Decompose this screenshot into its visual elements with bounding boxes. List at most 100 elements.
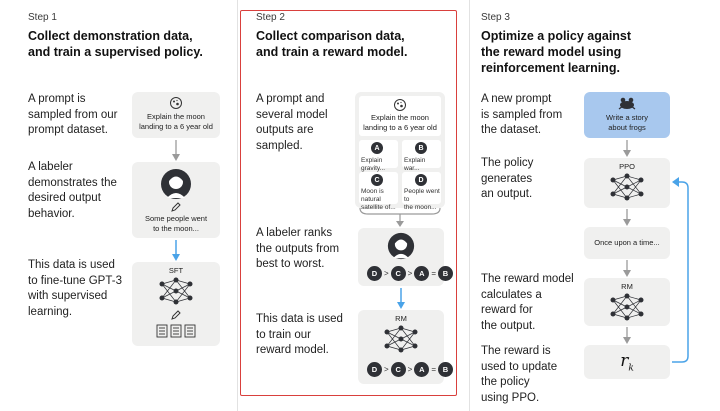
rank-op: > bbox=[384, 269, 389, 278]
ranking-sequence: D > C > A = B bbox=[367, 266, 454, 281]
output-a: A Explain gravity... bbox=[359, 140, 398, 172]
rank-op: > bbox=[384, 365, 389, 374]
reward-subscript: k bbox=[628, 363, 634, 374]
desc-line: outputs are bbox=[256, 124, 314, 136]
rank-op: = bbox=[431, 365, 437, 374]
step2-label: Step 2 bbox=[256, 12, 285, 23]
output-text: Moon is natural satellite of... bbox=[361, 188, 397, 212]
prompt-text: Explain the moon landing to a 6 year old bbox=[359, 113, 441, 133]
desc-line: sampled from our bbox=[28, 108, 118, 121]
bracket-arrow bbox=[359, 208, 441, 227]
arrow-down-gray bbox=[623, 140, 631, 157]
rank-chip: B bbox=[438, 362, 454, 377]
desc-line: The reward is bbox=[481, 345, 551, 357]
neural-network-icon bbox=[610, 173, 644, 201]
frog-icon bbox=[618, 97, 636, 110]
desc-line: the outputs from bbox=[256, 242, 340, 255]
desc-line: demonstrates the bbox=[28, 176, 117, 189]
desc-line: This data is used bbox=[256, 313, 343, 325]
desc-line: best to worst. bbox=[256, 258, 325, 270]
step1-labeler-card: Some people went to the moon... bbox=[132, 162, 220, 238]
output-letter: D bbox=[415, 174, 427, 186]
rank-chip: A bbox=[414, 362, 430, 377]
step3-ppo-card: PPO bbox=[584, 158, 670, 208]
labeler-avatar-icon bbox=[161, 169, 191, 199]
step2-rm-card: RM D > C > A = B bbox=[358, 310, 454, 384]
output-letter: B bbox=[415, 142, 427, 154]
output-line: the moon... bbox=[404, 204, 437, 211]
column-divider-2 bbox=[469, 0, 470, 411]
column-divider-1 bbox=[237, 0, 238, 411]
prompt-line: about frogs bbox=[608, 123, 646, 132]
step3-desc-update: The reward is used to update the policy … bbox=[481, 344, 557, 406]
arrow-down-blue bbox=[397, 288, 405, 309]
desc-line: to fine-tune GPT-3 bbox=[28, 274, 122, 287]
step3-output-card: Once upon a time... bbox=[584, 227, 670, 259]
neural-network-icon bbox=[610, 293, 644, 321]
step2-outputs-card: Explain the moon landing to a 6 year old… bbox=[355, 92, 445, 211]
step2-ranking-card: D > C > A = B bbox=[358, 228, 454, 286]
step1-title-line: and train a supervised policy. bbox=[28, 45, 203, 59]
sft-label: SFT bbox=[168, 266, 184, 275]
neural-network-icon bbox=[159, 277, 193, 305]
step3-title-line: the reward model using bbox=[481, 45, 622, 59]
arrow-down-gray bbox=[172, 140, 180, 161]
step1-label: Step 1 bbox=[28, 12, 57, 23]
step3-desc-prompt: A new prompt is sampled from the dataset… bbox=[481, 92, 562, 139]
output-c: C Moon is natural satellite of... bbox=[359, 172, 398, 211]
prompt-line: Explain the moon bbox=[371, 113, 429, 122]
desc-line: is sampled from bbox=[481, 108, 563, 121]
desc-line: using PPO. bbox=[481, 391, 540, 404]
step1-prompt-card: Explain the moon landing to a 6 year old bbox=[132, 92, 220, 138]
rank-chip: D bbox=[367, 266, 382, 281]
desc-line: desired output bbox=[28, 192, 101, 204]
reward-symbol: rk bbox=[584, 351, 670, 373]
output-text: Explain gravity... bbox=[361, 157, 386, 172]
rank-chip: C bbox=[390, 266, 406, 281]
output-line: People went to bbox=[404, 188, 440, 203]
step3-rm-card: RM bbox=[584, 278, 670, 326]
step2-desc-train: This data is used to train our reward mo… bbox=[256, 312, 343, 359]
desc-line: the policy bbox=[481, 376, 530, 388]
neural-network-icon bbox=[384, 325, 418, 353]
labeler-avatar-icon bbox=[387, 232, 415, 260]
arrow-down-gray bbox=[623, 209, 631, 226]
arrow-down-gray bbox=[623, 260, 631, 277]
desc-line: learning. bbox=[28, 305, 73, 318]
desc-line: reward for bbox=[481, 304, 533, 316]
step1-title: Collect demonstration data, and train a … bbox=[28, 28, 233, 60]
desc-line: the dataset. bbox=[481, 124, 542, 136]
desc-line: prompt dataset. bbox=[28, 124, 108, 136]
output-letter: C bbox=[371, 174, 383, 186]
prompt-line: landing to a 6 year old bbox=[139, 122, 213, 131]
desc-line: sampled. bbox=[256, 139, 303, 152]
desc-line: used to update bbox=[481, 360, 558, 373]
step2-title: Collect comparison data, and train a rew… bbox=[256, 28, 456, 60]
desc-line: an output. bbox=[481, 188, 533, 200]
output-line: satellite of... bbox=[361, 204, 396, 211]
prompt-line: Explain the moon bbox=[147, 112, 205, 121]
rank-chip: C bbox=[390, 362, 406, 377]
output-text: Explain war... bbox=[404, 157, 426, 172]
rank-chip: D bbox=[367, 362, 382, 377]
desc-line: the output. bbox=[481, 319, 536, 332]
output-line: Moon is natural bbox=[361, 188, 384, 203]
reward-r: r bbox=[620, 351, 629, 371]
labeler-text: Some people went to the moon... bbox=[132, 214, 220, 234]
desc-line: A labeler ranks bbox=[256, 227, 333, 239]
prompt-box: Explain the moon landing to a 6 year old bbox=[359, 96, 441, 136]
step3-desc-policy: The policy generates an output. bbox=[481, 156, 533, 203]
moon-icon bbox=[394, 99, 406, 111]
prompt-text: Explain the moon landing to a 6 year old bbox=[132, 112, 220, 132]
step3-desc-reward-model: The reward model calculates a reward for… bbox=[481, 272, 574, 334]
desc-line: with supervised bbox=[28, 290, 108, 302]
step1-sft-card: SFT bbox=[132, 262, 220, 346]
step3-title-line: reinforcement learning. bbox=[481, 61, 620, 75]
step2-desc-sampled: A prompt and several model outputs are s… bbox=[256, 92, 328, 154]
prompt-text: Write a story about frogs bbox=[584, 113, 670, 133]
step1-desc-labeler: A labeler demonstrates the desired outpu… bbox=[28, 160, 117, 222]
step1-desc-finetune: This data is used to fine-tune GPT-3 wit… bbox=[28, 258, 122, 320]
step2-title-line: and train a reward model. bbox=[256, 45, 408, 59]
desc-line: generates bbox=[481, 172, 533, 185]
output-b: B Explain war... bbox=[402, 140, 441, 172]
